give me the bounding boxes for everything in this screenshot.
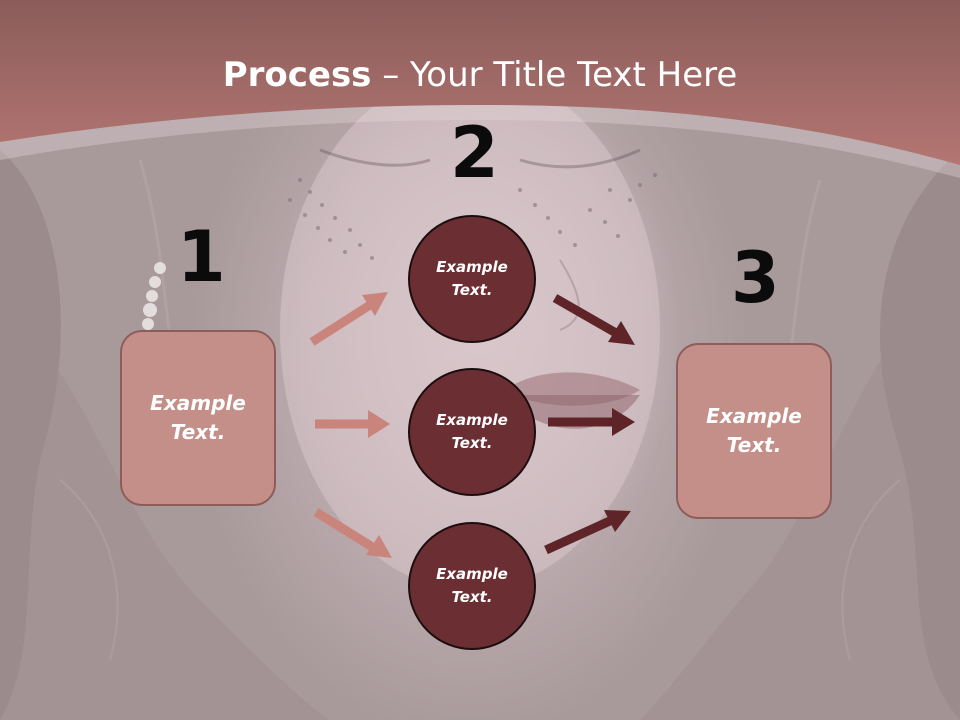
step-1-text: Example Text. bbox=[150, 391, 246, 444]
header-band bbox=[0, 0, 960, 178]
step-2-item-1: Example Text. bbox=[408, 215, 536, 343]
arrow-to-item-2 bbox=[315, 410, 390, 438]
step-number-1: 1 bbox=[177, 216, 226, 298]
step-2-item-1-text: Example Text. bbox=[436, 258, 508, 299]
slide-title: Process – Your Title Text Here bbox=[0, 55, 960, 95]
arrow-to-item-1 bbox=[309, 292, 388, 346]
step-3-text: Example Text. bbox=[706, 404, 802, 457]
step-2-item-2-text: Example Text. bbox=[436, 411, 508, 452]
title-bold: Process bbox=[222, 55, 372, 95]
step-2-item-3: Example Text. bbox=[408, 522, 536, 650]
arrow-from-item-3 bbox=[544, 510, 631, 555]
step-1-box: Example Text. bbox=[120, 330, 276, 506]
step-number-2: 2 bbox=[450, 112, 499, 194]
step-2-item-2: Example Text. bbox=[408, 368, 536, 496]
step-number-3: 3 bbox=[731, 237, 780, 319]
step-3-box: Example Text. bbox=[676, 343, 832, 519]
arrow-from-item-1 bbox=[552, 294, 635, 345]
arrow-to-item-3 bbox=[313, 508, 392, 558]
step-2-item-3-text: Example Text. bbox=[436, 565, 508, 606]
title-rest: – Your Title Text Here bbox=[371, 55, 738, 95]
arrow-from-item-2 bbox=[548, 408, 635, 436]
